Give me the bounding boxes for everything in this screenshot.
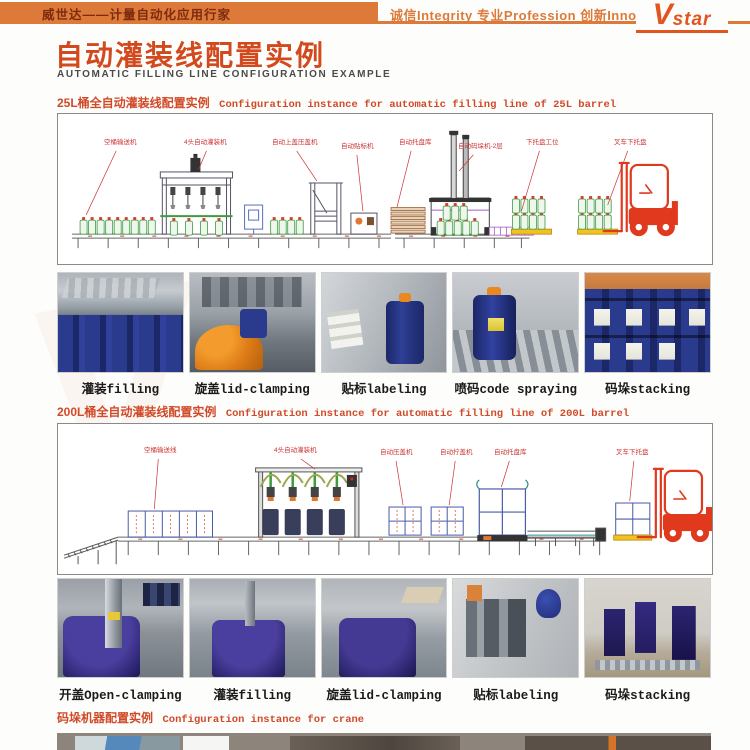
photo-caption: 旋盖lid-clamping xyxy=(326,689,442,703)
diagram-label: 自动上盖压盖机 xyxy=(272,139,318,146)
photo-caption: 开盖Open-clamping xyxy=(59,689,182,703)
photo-caption: 码垛stacking xyxy=(605,689,691,703)
slogan-text: 诚信Integrity 专业Profession 创新Innovation xyxy=(390,8,678,23)
photo-row-25l xyxy=(57,272,711,373)
photo-caption: 码垛stacking xyxy=(605,383,691,397)
cap-tray xyxy=(142,582,181,607)
strip-photo xyxy=(75,736,180,750)
diagram-label: 自动拧盖机 xyxy=(440,449,473,456)
photo-open-clamping-200l xyxy=(57,578,184,678)
diagram-200l-line: 空桶输送线 4头自动灌装机 自动压盖机 自动拧盖机 自动托盘库 叉车下托盘 xyxy=(57,423,713,575)
photo-caption: 贴标labeling xyxy=(473,689,559,703)
diagram-label: 4头自动灌装机 xyxy=(274,447,317,454)
section-heading-25l-zh: 25L桶全自动灌装线配置实例 xyxy=(57,96,210,110)
section-heading-200l: 200L桶全自动灌装线配置实例 Configuration instance f… xyxy=(57,403,629,421)
photo-stacking-200l xyxy=(584,578,711,678)
page-title: 自动灌装线配置实例 xyxy=(55,40,326,71)
photo-lid-clamping-25l xyxy=(188,272,316,373)
photo-lid-clamping-200l xyxy=(320,578,448,678)
diagram-label: 叉车下托盘 xyxy=(616,449,649,456)
photo-strip-crane xyxy=(57,733,711,750)
strip-photo xyxy=(290,736,460,750)
section-heading-25l: 25L桶全自动灌装线配置实例 Configuration instance fo… xyxy=(57,94,616,112)
brand-text: 威世达——计量自动化应用行家 xyxy=(42,7,232,22)
vstar-logo: V star xyxy=(636,0,728,33)
label-dispenser xyxy=(326,308,364,349)
photo-caption: 灌装filling xyxy=(81,383,160,397)
header-rule xyxy=(378,21,750,24)
photo-row-200l xyxy=(57,578,711,678)
photo-labeling-200l xyxy=(452,578,580,678)
photo-caption: 旋盖lid-clamping xyxy=(194,383,310,397)
blue-can xyxy=(239,308,268,339)
photo-filling-25l xyxy=(57,272,184,373)
logo-letters-star: star xyxy=(672,9,712,30)
diagram-200l-drawing xyxy=(63,458,712,565)
logo-letter-v: V xyxy=(652,0,673,31)
diagram-label: 叉车下托盘 xyxy=(614,139,647,146)
diagram-label: 4头自动灌装机 xyxy=(184,139,227,146)
photo-labeling-25l xyxy=(320,272,448,373)
photo-caption: 灌装filling xyxy=(213,689,291,703)
photo-caption: 贴标labeling xyxy=(341,383,427,397)
strip-photo xyxy=(183,736,229,750)
diagram-25l-line: 空桶输送机 4头自动灌装机 自动上盖压盖机 自动贴标机 自动托盘库 自动码垛机-… xyxy=(57,113,713,265)
diagram-label: 下托盘工位 xyxy=(526,139,559,146)
brand-bar: 威世达——计量自动化应用行家 xyxy=(0,2,378,24)
diagram-label: 自动码垛机-2层 xyxy=(458,143,503,150)
photo-caption: 喷码code spraying xyxy=(454,383,578,397)
diagram-label: 空桶输送机 xyxy=(104,139,137,146)
diagram-25l-drawing xyxy=(72,130,679,249)
diagram-label: 自动压盖机 xyxy=(380,449,413,456)
diagram-label: 自动托盘库 xyxy=(494,449,527,456)
photo-stacking-25l xyxy=(584,272,711,373)
section-heading-crane: 码垛机器配置实例 Configuration instance for cran… xyxy=(57,709,364,727)
page-subtitle: AUTOMATIC FILLING LINE CONFIGURATION EXA… xyxy=(57,69,392,80)
photo-filling-200l xyxy=(188,578,316,678)
diagram-label: 自动托盘库 xyxy=(399,139,432,146)
diagram-label: 自动贴标机 xyxy=(341,143,374,150)
diagram-label: 空桶输送线 xyxy=(144,447,177,454)
orange-cap xyxy=(487,286,501,297)
caption-row-25l: 灌装filling 旋盖lid-clamping 贴标labeling 喷码co… xyxy=(57,378,711,397)
caption-row-200l: 开盖Open-clamping 灌装filling 旋盖lid-clamping… xyxy=(57,684,711,703)
photo-code-spraying-25l xyxy=(452,272,580,373)
section-heading-crane-en: Configuration instance for crane xyxy=(162,714,365,726)
section-heading-200l-en: Configuration instance for automatic fil… xyxy=(225,408,630,420)
section-heading-25l-en: Configuration instance for automatic fil… xyxy=(219,99,617,111)
section-heading-crane-zh: 码垛机器配置实例 xyxy=(57,711,154,725)
section-heading-200l-zh: 200L桶全自动灌装线配置实例 xyxy=(57,405,217,419)
strip-photo xyxy=(525,736,711,750)
control-cabinet xyxy=(467,584,483,601)
